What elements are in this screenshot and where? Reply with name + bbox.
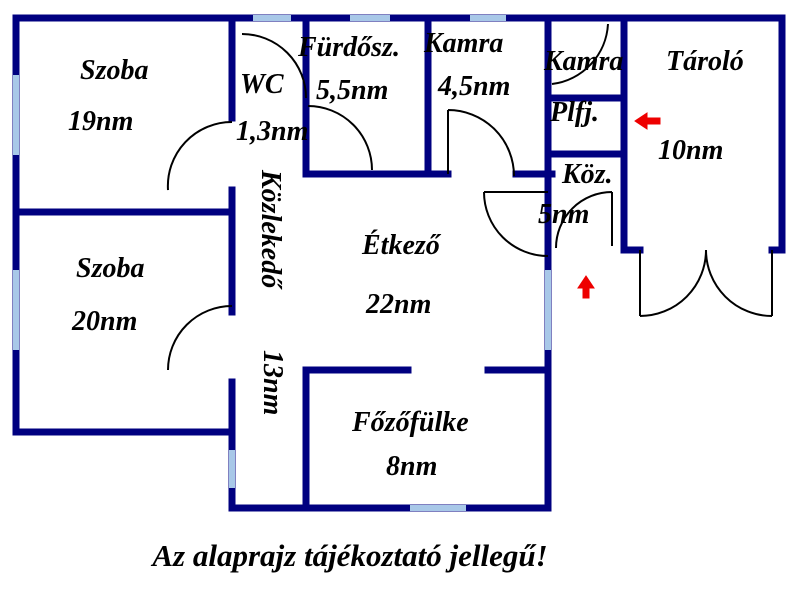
entrance-arrows: [577, 112, 661, 299]
window: [229, 450, 235, 488]
door-tarolo-right: [705, 249, 773, 317]
door-koz: [483, 191, 549, 257]
wall-left-outer: [12, 14, 236, 436]
room-area-kamra2: Plfj.: [549, 97, 599, 128]
walls: [12, 14, 786, 512]
room-area-wc: 1,3nm: [236, 116, 308, 147]
window: [13, 75, 19, 155]
window: [410, 505, 466, 511]
doors: [166, 23, 773, 371]
room-area-etkezo: 22nm: [365, 289, 431, 320]
room-area-szoba1: 19nm: [68, 106, 133, 137]
window: [545, 270, 551, 350]
room-name-etkezo: Étkező: [361, 230, 442, 261]
room-area-fozofulke: 8nm: [386, 451, 437, 482]
room-name-koz: Köz.: [561, 159, 613, 190]
door-wc: [241, 33, 307, 99]
room-name-wc: WC: [240, 69, 284, 100]
window: [253, 15, 291, 21]
room-area-furdo: 5,5nm: [316, 75, 388, 106]
door-szoba2: [167, 305, 233, 371]
room-name-fozofulke: Főzőfülke: [351, 407, 469, 438]
door-pantry: [551, 23, 609, 85]
room-area-koz: 5nm: [538, 199, 589, 230]
room-area-kamra1: 4,5nm: [437, 71, 510, 102]
windows: [13, 15, 551, 511]
window: [13, 270, 19, 350]
window: [470, 15, 506, 21]
floor-plan: Szoba 19nm Szoba 20nm WC 1,3nm Fürdősz. …: [12, 14, 786, 512]
room-name-szoba1: Szoba: [80, 55, 148, 86]
disclaimer-caption: Az alaprajz tájékoztató jellegű!: [152, 538, 548, 573]
arrow-left-icon: [634, 112, 661, 130]
room-area-kozlekedo: 13nm: [257, 350, 288, 415]
window: [350, 15, 390, 21]
room-name-tarolo: Tároló: [666, 46, 744, 77]
door-furdo: [307, 105, 373, 171]
room-area-szoba2: 20nm: [71, 306, 137, 337]
door-koz-exit: [555, 191, 613, 249]
room-name-furdo: Fürdősz.: [297, 32, 400, 63]
room-name-kozlekedo: Közlekedő: [255, 169, 286, 290]
door-kamra: [447, 109, 515, 177]
door-szoba1: [166, 120, 233, 191]
room-area-tarolo: 10nm: [658, 135, 723, 166]
room-name-kamra2: Kamra: [543, 46, 623, 77]
room-name-kamra1: Kamra: [423, 28, 503, 59]
door-tarolo-left: [639, 249, 707, 317]
room-name-szoba2: Szoba: [76, 253, 144, 284]
arrow-up-icon: [577, 275, 595, 299]
